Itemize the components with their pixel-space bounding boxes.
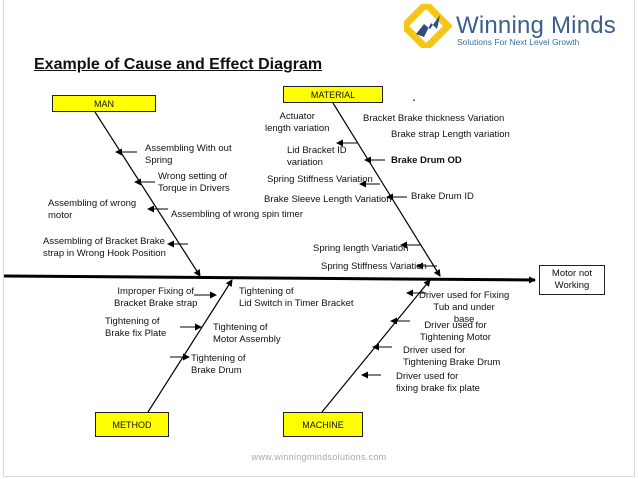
stray-dot: . xyxy=(412,88,416,104)
bone-man xyxy=(94,111,201,277)
brand-logo: Winning Minds Solutions For Next Level G… xyxy=(404,4,636,50)
cause-material-3: Brake strap Length variation xyxy=(391,129,510,140)
bone-material xyxy=(332,102,441,277)
footer-url: www.winningmindsolutions.com xyxy=(251,452,387,462)
cause-material-9: Spring length Variation xyxy=(313,243,409,254)
category-method: METHOD xyxy=(95,412,169,437)
brand-name: Winning Minds xyxy=(456,12,616,39)
cause-material-8: Brake Drum ID xyxy=(411,191,474,202)
cause-material-2: Bracket Brake thickness Variation xyxy=(363,113,505,124)
cause-man-4: Assembling of wrong spin timer xyxy=(171,209,303,220)
bone-method xyxy=(147,279,233,413)
cause-material-5: Brake Drum OD xyxy=(391,155,462,166)
spine-line xyxy=(3,274,536,284)
category-material: MATERIAL xyxy=(283,86,383,103)
category-man: MAN xyxy=(52,95,156,112)
page-title: Example of Cause and Effect Diagram xyxy=(34,56,323,73)
slide-frame xyxy=(3,0,635,477)
effect-box: Motor not Working xyxy=(539,265,605,295)
cause-material-7: Brake Sleeve Length Variation xyxy=(264,194,392,205)
category-machine: MACHINE xyxy=(283,412,363,437)
logo-mark-icon xyxy=(404,4,452,48)
cause-material-10: Spring Stiffness Variation xyxy=(321,261,427,272)
brand-tagline: Solutions For Next Level Growth xyxy=(457,37,580,47)
cause-material-6: Spring Stiffness Variation xyxy=(267,174,373,185)
